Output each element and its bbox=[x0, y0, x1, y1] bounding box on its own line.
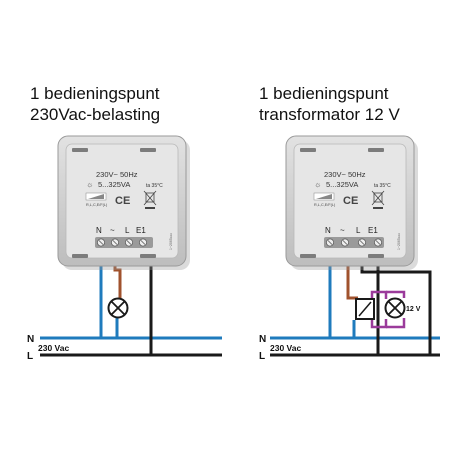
right-secondary-loop-2 bbox=[370, 319, 388, 329]
right-dim-label: R,L,C,E/F(L) bbox=[314, 203, 336, 207]
right-ce-mark: CE bbox=[343, 195, 358, 207]
right-secondary-loop-3 bbox=[386, 290, 406, 298]
right-terminal-label-e1: E1 bbox=[368, 226, 378, 235]
left-terminal-label-n: N bbox=[96, 226, 102, 235]
right-spec-line2: 5...325VA bbox=[326, 180, 358, 189]
left-dim-label: R,L,C,E/F(L) bbox=[86, 203, 108, 207]
left-terminal-label-tilde: ~ bbox=[110, 226, 115, 235]
left-terminal-block bbox=[95, 237, 153, 248]
right-mount-slot-tl bbox=[300, 148, 316, 152]
right-terminal-label-l: L bbox=[356, 226, 361, 235]
right-dimmer-device: 230V~ 50Hz ☼ 5...325VA ta 35°C R,L,C,E/F… bbox=[285, 135, 418, 270]
right-dimmer-ramp-icon bbox=[313, 192, 335, 201]
left-temp: ta 35°C bbox=[146, 183, 163, 189]
right-wire-l-label: L bbox=[259, 351, 265, 362]
left-voltage-label: 230 Vac bbox=[38, 343, 69, 353]
left-ce-mark: CE bbox=[115, 195, 130, 207]
left-terminal-label-e1: E1 bbox=[136, 226, 146, 235]
left-lamp-icon bbox=[107, 297, 129, 319]
right-spec-line1: 230V~ 50Hz bbox=[324, 170, 366, 179]
right-mount-slot-tr bbox=[368, 148, 384, 152]
right-terminal-label-tilde: ~ bbox=[340, 226, 345, 235]
right-secondary-loop-4 bbox=[386, 318, 406, 329]
left-mount-slot-tl bbox=[72, 148, 88, 152]
left-panel: 230V~ 50Hz ☼ 5...325VA ta 35°C R,L,C,E/F… bbox=[27, 135, 222, 362]
left-dimmer-ramp-icon bbox=[85, 192, 107, 201]
right-panel: 230V~ 50Hz ☼ 5...325VA ta 35°C R,L,C,E/F… bbox=[259, 135, 440, 362]
left-spec-line1: 230V~ 50Hz bbox=[96, 170, 138, 179]
right-lamp-icon bbox=[384, 297, 406, 319]
left-wire-l-label: L bbox=[27, 351, 33, 362]
left-wire-n-label: N bbox=[27, 334, 34, 345]
right-lamp-voltage: 12 V bbox=[406, 306, 421, 313]
left-dimmer-device: 230V~ 50Hz ☼ 5...325VA ta 35°C R,L,C,E/F… bbox=[57, 135, 190, 270]
right-terminal-label-n: N bbox=[325, 226, 331, 235]
left-terminal-label-l: L bbox=[125, 226, 130, 235]
left-mount-slot-br bbox=[140, 254, 156, 258]
right-title: 1 bedieningspunt transformator 12 V bbox=[259, 83, 400, 125]
left-weee-bin-icon bbox=[143, 190, 157, 209]
right-secondary-loop bbox=[370, 290, 388, 299]
right-transformer-icon bbox=[355, 298, 375, 320]
left-mount-slot-bl bbox=[72, 254, 88, 258]
left-title: 1 bedieningspunt 230Vac-belasting bbox=[30, 83, 160, 125]
left-title-line2: 230Vac-belasting bbox=[30, 105, 161, 124]
left-side-code: 1~2065xxx bbox=[169, 233, 173, 250]
left-sun-icon: ☼ bbox=[86, 180, 93, 189]
right-device-face bbox=[293, 143, 407, 259]
right-title-line2: transformator 12 V bbox=[259, 105, 400, 124]
right-weee-bin-icon bbox=[371, 190, 385, 209]
right-sun-icon: ☼ bbox=[314, 180, 321, 189]
right-title-line1: 1 bedieningspunt bbox=[259, 84, 389, 103]
right-mount-slot-br bbox=[368, 254, 384, 258]
left-device-face bbox=[65, 143, 179, 259]
right-voltage-label: 230 Vac bbox=[270, 343, 301, 353]
right-temp: ta 35°C bbox=[374, 183, 391, 189]
right-mount-slot-bl bbox=[300, 254, 316, 258]
left-spec-line2: 5...325VA bbox=[98, 180, 130, 189]
right-terminal-block bbox=[324, 237, 384, 248]
right-wire-n-label: N bbox=[259, 334, 266, 345]
left-title-line1: 1 bedieningspunt bbox=[30, 84, 160, 103]
left-mount-slot-tr bbox=[140, 148, 156, 152]
right-side-code: 1~2065xxx bbox=[397, 233, 401, 250]
